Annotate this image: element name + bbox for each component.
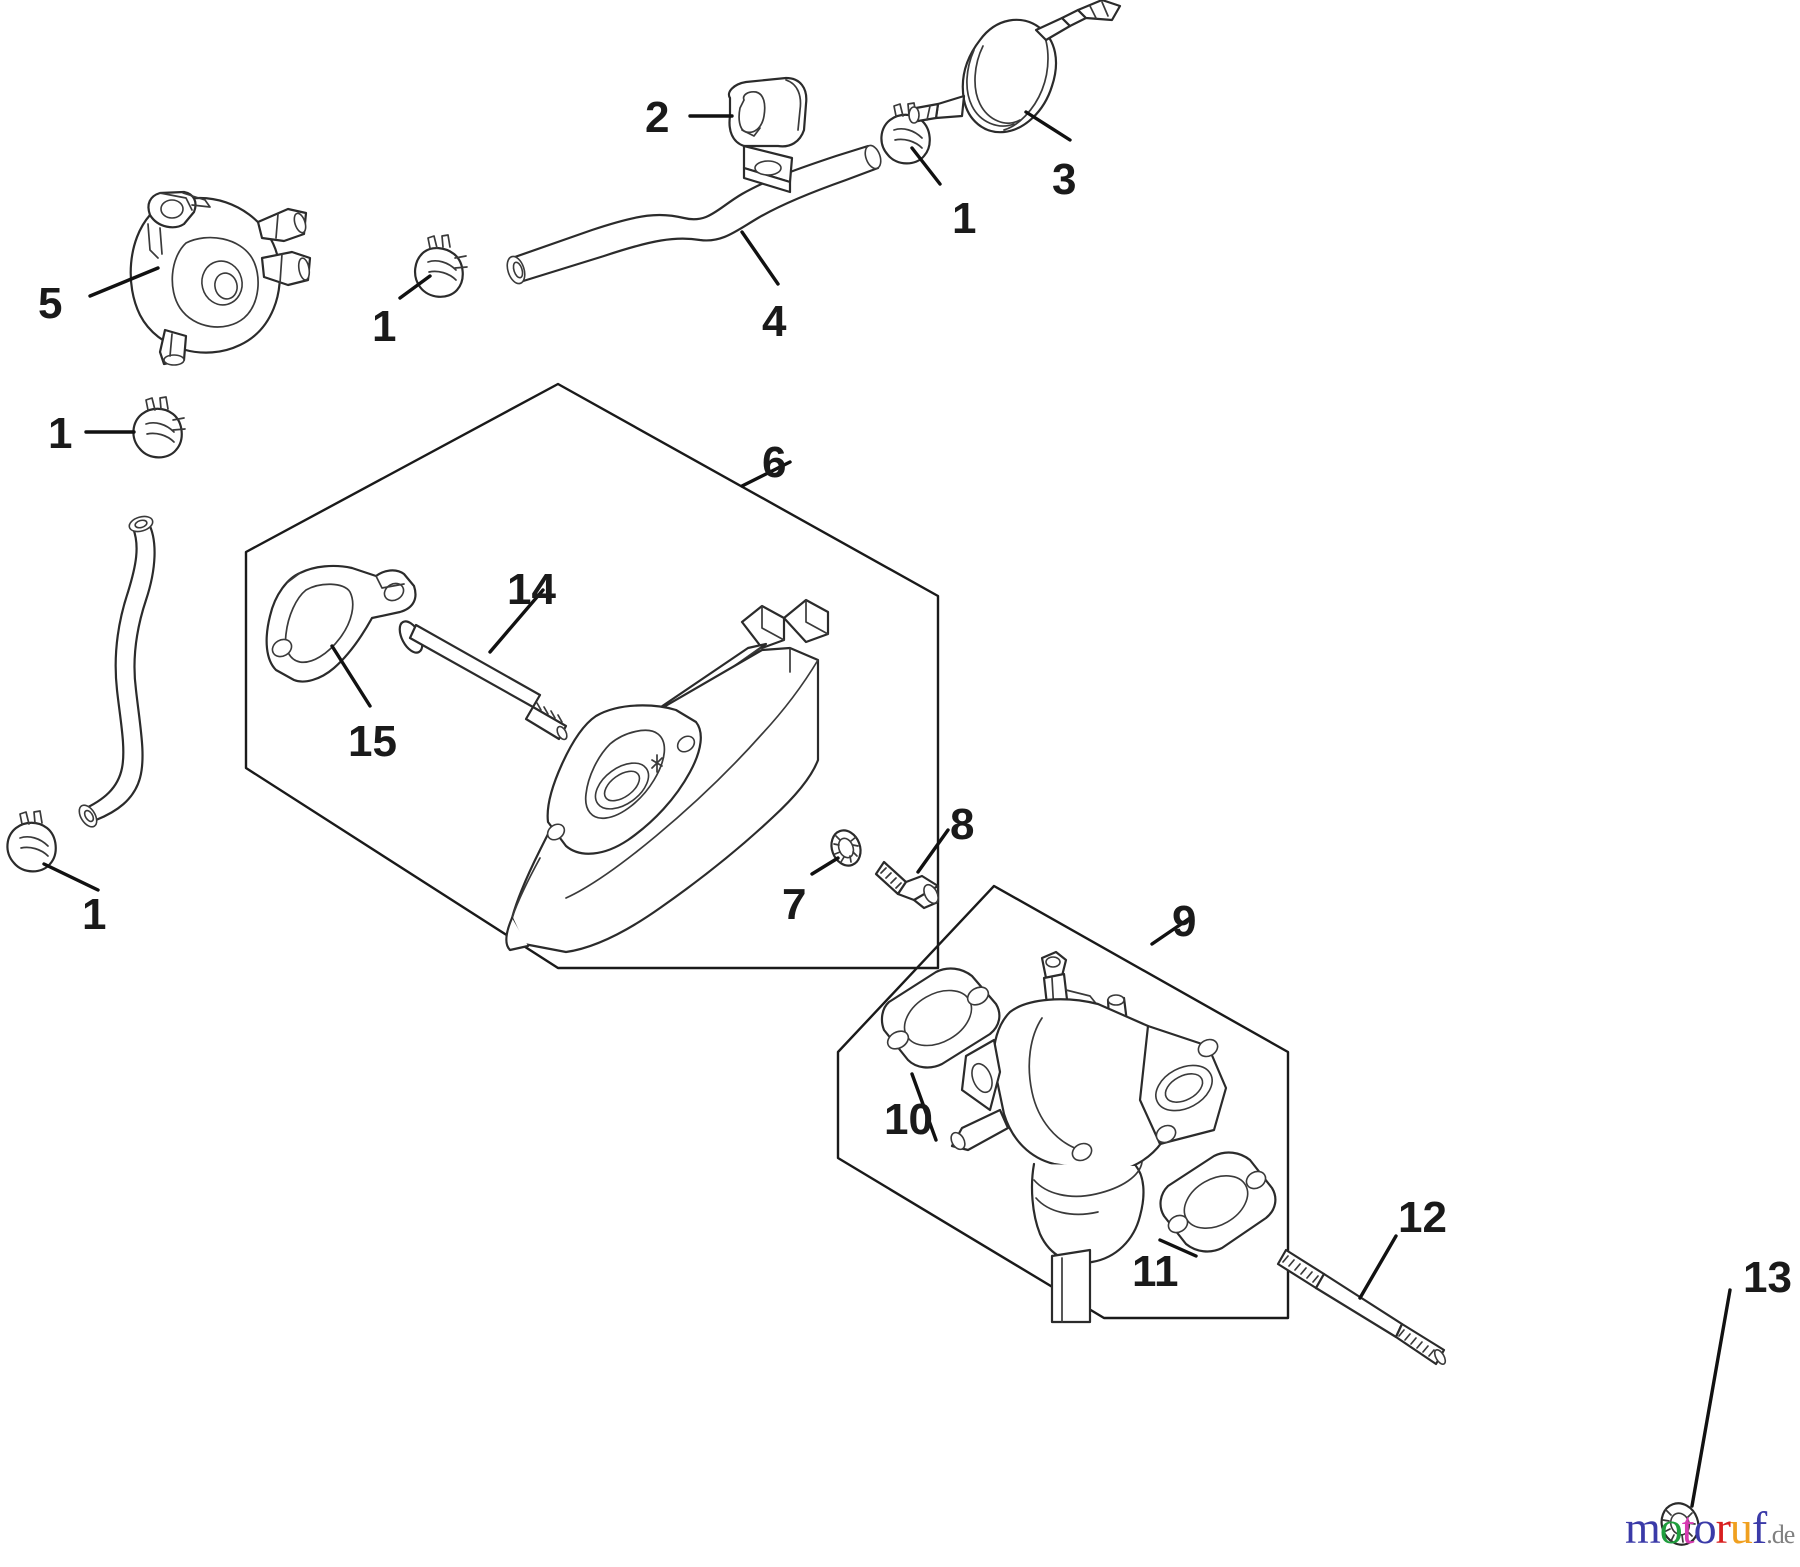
part-fuel-filter bbox=[908, 0, 1122, 142]
watermark-letter-4: r bbox=[1715, 1502, 1731, 1553]
callout-1d: 1 bbox=[82, 890, 107, 939]
watermark-letter-1: o bbox=[1659, 1502, 1683, 1553]
callout-6: 6 bbox=[762, 438, 787, 487]
part-fuel-pump bbox=[88, 190, 312, 366]
callout-4: 4 bbox=[762, 297, 787, 346]
part-hose-clip-d bbox=[6, 810, 100, 892]
part-lock-washer bbox=[810, 829, 862, 876]
part-carburetor-gasket-outlet bbox=[1158, 1151, 1277, 1258]
callout-9: 9 bbox=[1172, 897, 1197, 946]
part-manifold-gasket bbox=[265, 564, 417, 708]
callout-1c: 1 bbox=[48, 409, 73, 458]
watermark-letter-5: u bbox=[1729, 1502, 1753, 1553]
part-hose-clip-c bbox=[84, 396, 186, 459]
part-fuel-hose bbox=[506, 144, 882, 286]
part-intake-manifold-body bbox=[505, 598, 830, 954]
part-carburetor-gasket-inlet bbox=[880, 967, 1001, 1142]
watermark-letter-3: o bbox=[1693, 1502, 1717, 1553]
part-lock-nut bbox=[1660, 1288, 1732, 1546]
callout-3: 3 bbox=[1052, 155, 1077, 204]
part-manifold-bolt bbox=[398, 588, 568, 741]
part-hose-clamp-bracket bbox=[688, 76, 808, 194]
callout-1a: 1 bbox=[952, 194, 977, 243]
watermark-tld: .de bbox=[1766, 1520, 1795, 1549]
watermark-letter-2: t bbox=[1681, 1502, 1695, 1553]
group-box-carburetor bbox=[836, 884, 1290, 1320]
part-carburetor-body bbox=[950, 950, 1228, 1324]
callout-5: 5 bbox=[38, 279, 63, 328]
callout-13: 13 bbox=[1743, 1253, 1792, 1302]
part-vent-hose bbox=[78, 515, 156, 828]
group-box-intake-manifold bbox=[244, 382, 940, 970]
watermark-motoruf: motoruf.de bbox=[1625, 1502, 1795, 1553]
callout-11: 11 bbox=[1132, 1247, 1179, 1296]
callout-1b: 1 bbox=[372, 302, 397, 351]
part-carburetor-stud bbox=[1276, 1234, 1447, 1366]
part-hose-clip-b bbox=[398, 234, 468, 300]
callout-14: 14 bbox=[507, 565, 556, 614]
callout-8: 8 bbox=[950, 800, 975, 849]
callout-12: 12 bbox=[1398, 1193, 1447, 1242]
callout-2: 2 bbox=[645, 93, 670, 142]
part-flange-screw bbox=[874, 828, 950, 910]
watermark-letter-6: f bbox=[1751, 1502, 1767, 1553]
watermark-letter-0: m bbox=[1625, 1502, 1661, 1553]
callout-15: 15 bbox=[348, 717, 397, 766]
callout-7: 7 bbox=[782, 880, 807, 929]
callout-10: 10 bbox=[884, 1095, 933, 1144]
